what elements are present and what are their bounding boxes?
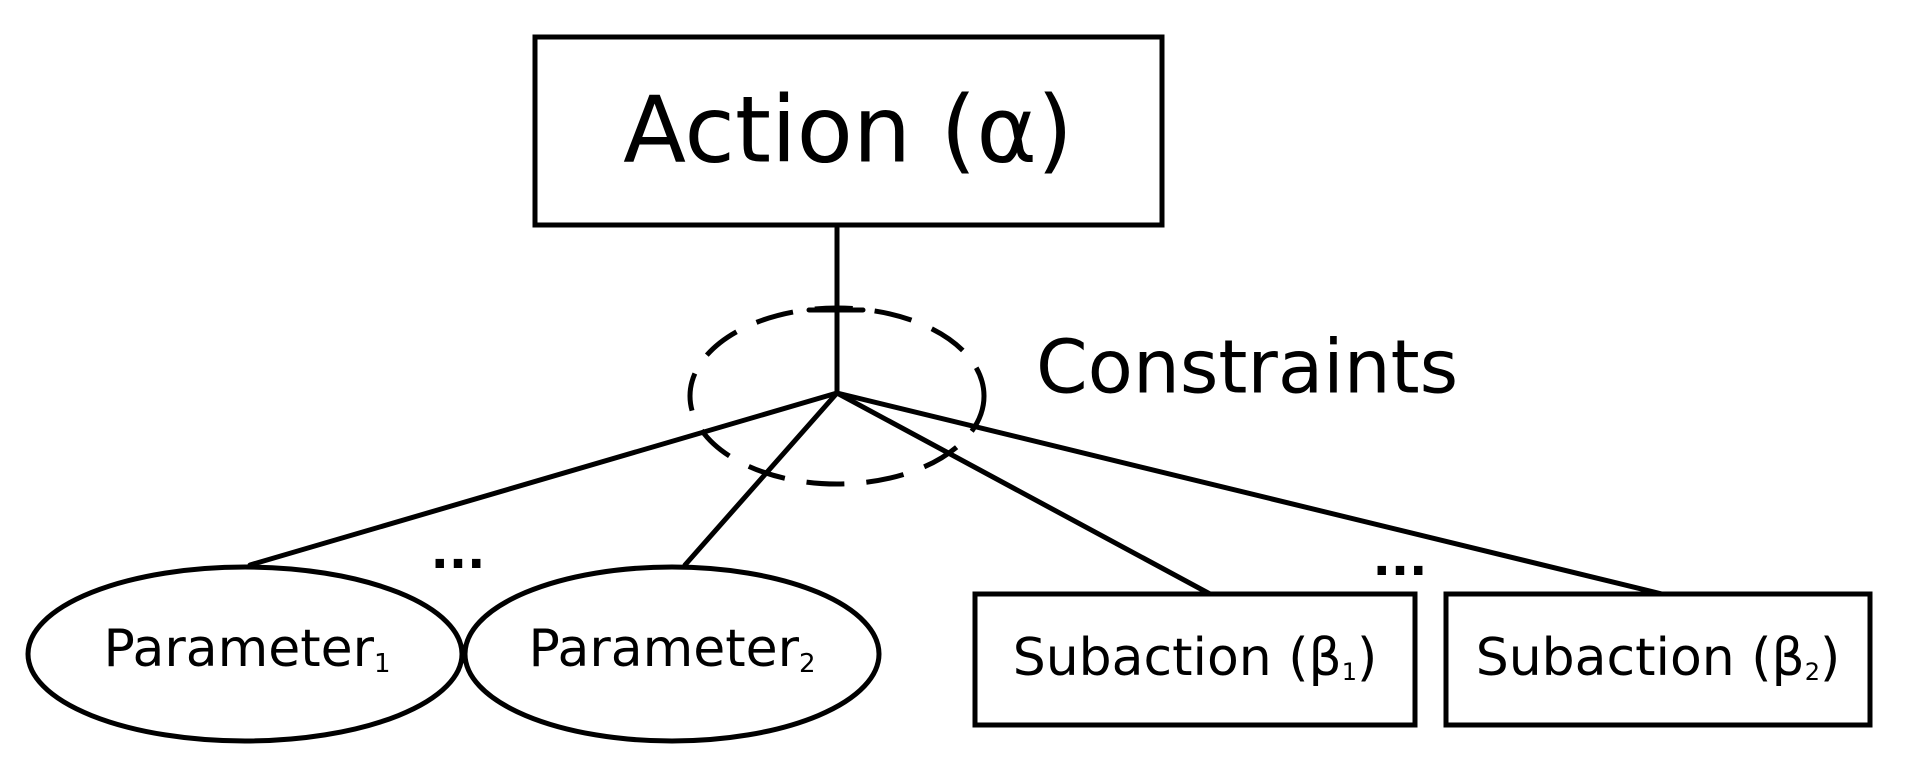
parameter-node-2: Parameter2 [462, 564, 882, 744]
parameter-label-1-sub: 1 [374, 649, 391, 679]
ellipsis-subactions: ... [1373, 531, 1428, 587]
subaction-node-2: Subaction (β2) [1443, 591, 1873, 728]
subaction-box-1 [972, 591, 1418, 728]
parameter-label-1-base: Parameter [103, 619, 374, 679]
action-node: Action (α) [532, 34, 1165, 228]
parameter-ellipse-1 [25, 564, 465, 744]
action-box [532, 34, 1165, 228]
edge-hub-to-subaction-2 [834, 390, 1665, 597]
parameter-node-1: Parameter1 [25, 564, 465, 744]
subaction-label-2-base: Subaction (β [1476, 628, 1805, 688]
edge-hub-to-parameter-2 [682, 390, 840, 568]
subaction-node-1: Subaction (β1) [972, 591, 1418, 728]
subaction-label-2-close: ) [1820, 628, 1840, 688]
parameter-ellipse-2 [462, 564, 882, 744]
edge-hub-to-parameter-1 [247, 390, 840, 568]
constraints-ellipse [687, 305, 987, 487]
parameter-label-2: Parameter2 [528, 619, 815, 679]
ellipsis-parameters: ... [431, 524, 486, 580]
parameter-label-2-sub: 2 [799, 649, 816, 679]
subaction-label-1-base: Subaction (β [1013, 628, 1342, 688]
parameter-label-1: Parameter1 [103, 619, 390, 679]
action-label: Action (α) [623, 76, 1073, 183]
constraints-label: Constraints [1036, 325, 1458, 411]
subaction-box-2 [1443, 591, 1873, 728]
edge-hub-to-subaction-1 [834, 390, 1213, 597]
subaction-label-2-sub: 2 [1805, 658, 1820, 686]
parameter-label-2-base: Parameter [528, 619, 799, 679]
subaction-label-1: Subaction (β1) [1013, 628, 1378, 688]
subaction-label-1-close: ) [1357, 628, 1377, 688]
subaction-label-2: Subaction (β2) [1476, 628, 1841, 688]
subaction-label-1-sub: 1 [1342, 658, 1357, 686]
